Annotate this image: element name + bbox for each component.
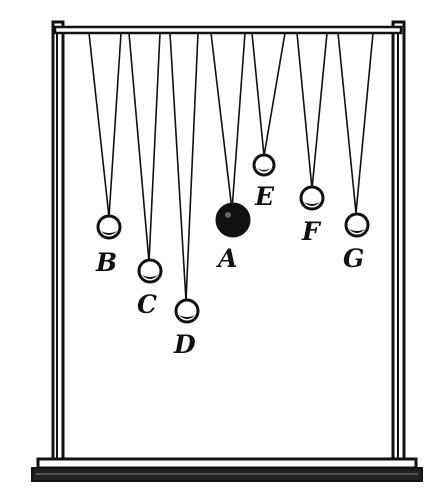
string-A bbox=[210, 32, 246, 211]
base-top bbox=[36, 457, 418, 470]
ball-shading bbox=[101, 168, 365, 319]
label-A: A bbox=[216, 244, 237, 273]
highlight-A bbox=[225, 212, 231, 218]
string-B bbox=[88, 32, 122, 218]
string-F bbox=[296, 32, 328, 190]
string-D bbox=[169, 32, 199, 302]
label-C: C bbox=[137, 290, 157, 319]
string-C bbox=[128, 32, 161, 263]
shade-E bbox=[257, 168, 271, 172]
ball-A bbox=[215, 202, 251, 238]
string-G bbox=[337, 32, 374, 214]
label-D: D bbox=[173, 330, 196, 359]
labels: B C D A E F G bbox=[95, 182, 364, 359]
shade-B bbox=[101, 231, 117, 235]
string-E bbox=[251, 32, 286, 157]
frame bbox=[31, 20, 423, 482]
shade-C bbox=[142, 275, 158, 279]
label-F: F bbox=[301, 217, 322, 246]
top-bar bbox=[53, 25, 403, 35]
label-E: E bbox=[254, 182, 275, 211]
label-B: B bbox=[95, 248, 117, 277]
shade-F bbox=[304, 202, 320, 206]
shade-G bbox=[349, 229, 365, 233]
ball-E bbox=[252, 153, 276, 177]
shade-D bbox=[179, 315, 195, 319]
label-G: G bbox=[343, 244, 364, 273]
